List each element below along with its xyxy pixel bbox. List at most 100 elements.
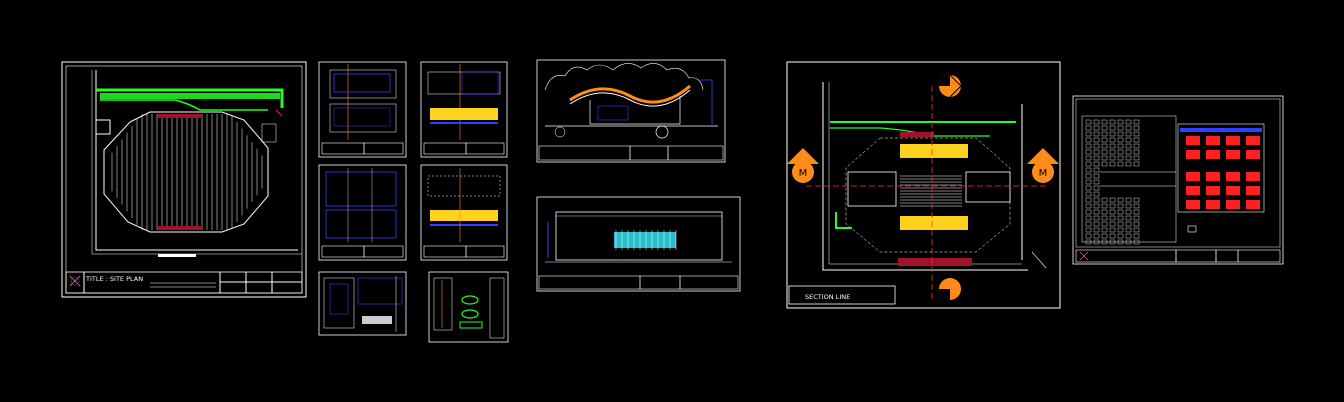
pattern-cell — [1101, 161, 1108, 167]
pattern-cell — [1093, 119, 1100, 125]
pattern-cell — [1117, 161, 1124, 167]
pattern-cell — [1133, 215, 1140, 221]
section-line-plan-sheet — [786, 61, 1061, 309]
seat-block — [1186, 172, 1200, 181]
pattern-cell — [1093, 185, 1100, 191]
stage-edge — [1180, 128, 1262, 132]
seat-block — [1226, 186, 1240, 195]
pattern-cell — [1085, 221, 1092, 227]
pattern-cell — [1125, 209, 1132, 215]
pattern-cell — [1093, 233, 1100, 239]
pattern-cell — [1133, 131, 1140, 137]
pattern-cell — [1093, 149, 1100, 155]
pattern-cell — [1133, 197, 1140, 203]
seat-block — [1186, 200, 1200, 209]
pattern-cell — [1109, 215, 1116, 221]
pattern-cell — [1125, 197, 1132, 203]
pattern-cell — [1093, 125, 1100, 131]
pattern-cell — [1133, 209, 1140, 215]
pattern-cell — [1125, 131, 1132, 137]
pattern-cell — [1117, 137, 1124, 143]
pattern-cell — [1133, 137, 1140, 143]
pattern-cell — [1109, 137, 1116, 143]
site-plan-title: TITLE : SITE PLAN — [85, 275, 143, 283]
seat-block — [1186, 136, 1200, 145]
pattern-cell — [1085, 227, 1092, 233]
pattern-cell — [1133, 143, 1140, 149]
pattern-cell — [1085, 239, 1092, 245]
pattern-cell — [1125, 239, 1132, 245]
pattern-cell — [1117, 233, 1124, 239]
pattern-cell — [1093, 239, 1100, 245]
pattern-cell — [1133, 203, 1140, 209]
pattern-cell — [1133, 233, 1140, 239]
pattern-cell — [1101, 149, 1108, 155]
pattern-cell — [1101, 239, 1108, 245]
pattern-cell — [1085, 179, 1092, 185]
pattern-cell — [1125, 221, 1132, 227]
detail-sheet-f — [428, 271, 509, 343]
pattern-cell — [1133, 239, 1140, 245]
site-plan-sheet — [61, 61, 307, 298]
pattern-cell — [1085, 155, 1092, 161]
seat-block — [1246, 186, 1260, 195]
pattern-cell — [1109, 125, 1116, 131]
pattern-cell — [1085, 191, 1092, 197]
pattern-cell — [1085, 185, 1092, 191]
section-marker-bottom — [939, 278, 961, 300]
section-marker-right-letter: M — [1039, 168, 1048, 179]
section-line-label: SECTION LINE — [805, 293, 850, 301]
pattern-cell — [1125, 215, 1132, 221]
pattern-cell — [1117, 239, 1124, 245]
pattern-cell — [1085, 203, 1092, 209]
pattern-cell — [1085, 173, 1092, 179]
pattern-cell — [1117, 215, 1124, 221]
pattern-cell — [1085, 143, 1092, 149]
pattern-cell — [1093, 215, 1100, 221]
pattern-cell — [1101, 131, 1108, 137]
pattern-cell — [1109, 233, 1116, 239]
seat-block — [1226, 136, 1240, 145]
seat-block — [1206, 200, 1220, 209]
pattern-cell — [1085, 161, 1092, 167]
seat-block — [1226, 172, 1240, 181]
seat-block — [1206, 136, 1220, 145]
detail-sheet-e — [318, 271, 407, 336]
pattern-cell — [1101, 233, 1108, 239]
pattern-cell — [1133, 125, 1140, 131]
pattern-cell — [1101, 227, 1108, 233]
seat-block — [1226, 150, 1240, 159]
pattern-cell — [1117, 149, 1124, 155]
pattern-cell — [1085, 149, 1092, 155]
pattern-cell — [1093, 221, 1100, 227]
pattern-cell — [1101, 125, 1108, 131]
pattern-cell — [1109, 161, 1116, 167]
pattern-cell — [1085, 131, 1092, 137]
pattern-cell — [1109, 149, 1116, 155]
pattern-cell — [1125, 143, 1132, 149]
pattern-cell — [1101, 155, 1108, 161]
pattern-cell — [1117, 143, 1124, 149]
pattern-cell — [1109, 119, 1116, 125]
pattern-cell — [1125, 161, 1132, 167]
seat-block — [1206, 172, 1220, 181]
pattern-cell — [1093, 131, 1100, 137]
pattern-cell — [1101, 209, 1108, 215]
pattern-cell — [1125, 125, 1132, 131]
pattern-cell — [1093, 191, 1100, 197]
pattern-cell — [1093, 209, 1100, 215]
pattern-cell — [1125, 149, 1132, 155]
pattern-cell — [1117, 203, 1124, 209]
section-marker-right: M — [1027, 148, 1059, 183]
section-marker-top — [939, 74, 962, 98]
pattern-cell — [1117, 197, 1124, 203]
seat-block — [1206, 186, 1220, 195]
pattern-cell — [1101, 215, 1108, 221]
pattern-cell — [1093, 179, 1100, 185]
seat-block — [1246, 200, 1260, 209]
section-marker-left: M — [787, 148, 819, 183]
pattern-cell — [1133, 161, 1140, 167]
section-elevation-sheet — [536, 196, 741, 292]
floor-plan-sheet-c — [318, 164, 407, 261]
